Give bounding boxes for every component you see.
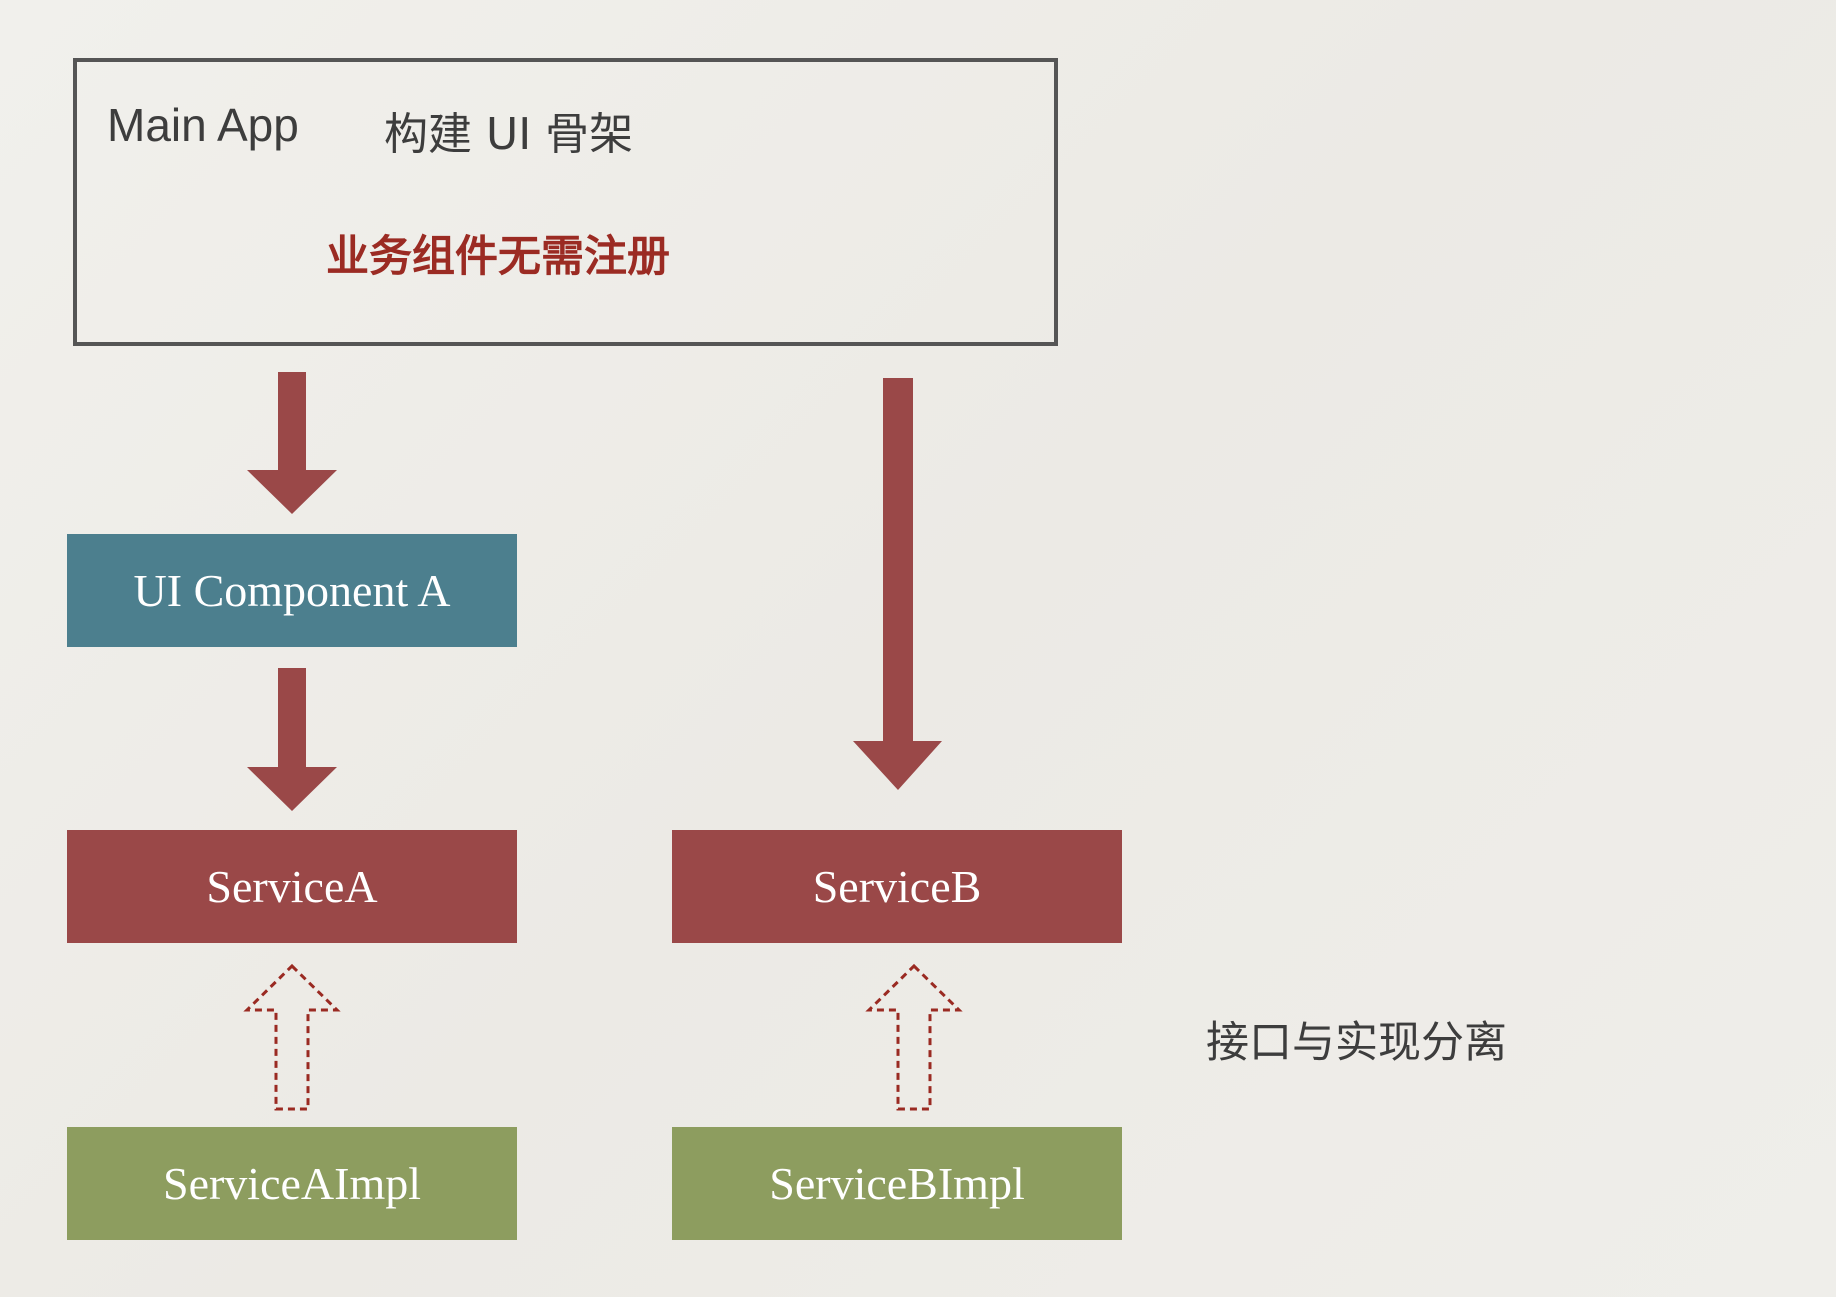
dashed-arrow-impl-b-to-service-b bbox=[865, 963, 963, 1111]
arrow-main-to-ui-component bbox=[247, 372, 337, 514]
service-b-impl-node: ServiceBImpl bbox=[672, 1127, 1122, 1240]
main-app-box bbox=[73, 58, 1058, 346]
main-app-title: Main App bbox=[107, 99, 299, 151]
main-app-subtitle: 构建 UI 骨架 bbox=[384, 109, 634, 160]
arrow-ui-component-to-service-a bbox=[247, 668, 337, 811]
arrow-main-to-service-b bbox=[853, 378, 942, 790]
service-a-impl-node: ServiceAImpl bbox=[67, 1127, 517, 1240]
service-b-node: ServiceB bbox=[672, 830, 1122, 943]
main-app-note: 业务组件无需注册 bbox=[326, 232, 670, 282]
interface-implementation-note: 接口与实现分离 bbox=[1206, 1018, 1507, 1068]
dashed-arrow-impl-a-to-service-a bbox=[243, 963, 341, 1111]
ui-component-a-node: UI Component A bbox=[67, 534, 517, 647]
service-a-node: ServiceA bbox=[67, 830, 517, 943]
